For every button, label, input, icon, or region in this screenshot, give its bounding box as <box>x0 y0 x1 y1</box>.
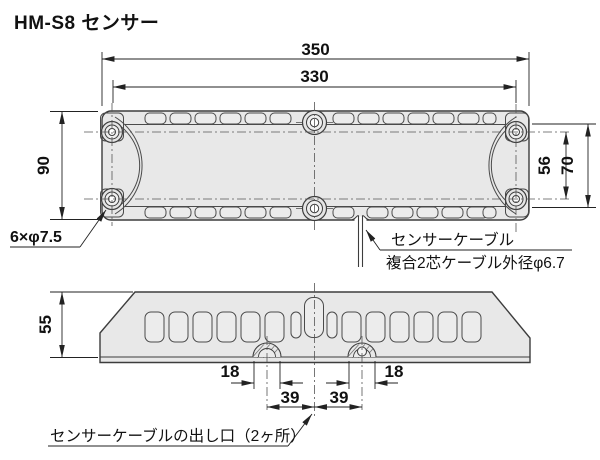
bottom-slot-row <box>144 206 497 219</box>
dim-70-label: 70 <box>558 156 577 175</box>
side-slot-row <box>144 297 482 343</box>
top-slot-row <box>144 112 497 125</box>
cable-note-label: センサーケーブル <box>391 230 514 249</box>
centerlines <box>84 102 572 233</box>
holes-note-label: 6×φ7.5 <box>10 229 62 246</box>
dim-39-left-label: 39 <box>281 388 300 407</box>
end-arcs <box>114 116 517 215</box>
cable-outlet-dome-right <box>347 342 377 358</box>
page-title: HM-S8 センサー <box>14 13 159 34</box>
dim-330-label: 330 <box>300 67 328 86</box>
dim-18-left-label: 18 <box>221 362 240 381</box>
cable-spec-label: 複合2芯ケーブル外径φ6.7 <box>386 253 565 272</box>
top-view <box>84 102 572 267</box>
dim-350-label: 350 <box>301 40 329 59</box>
dim-90-label: 90 <box>34 156 53 175</box>
outlet-note-label: センサーケーブルの出し口（2ヶ所） <box>50 426 306 445</box>
dim-18-right-label: 18 <box>385 362 404 381</box>
side-centerlines <box>266 283 363 416</box>
side-view-dimensions <box>48 291 398 447</box>
top-view-dimensions <box>10 52 596 251</box>
sensor-cable <box>351 214 370 267</box>
side-view <box>99 283 531 416</box>
center-channel <box>304 297 324 338</box>
dim-39-right-label: 39 <box>330 388 349 407</box>
dim-55-label: 55 <box>36 315 55 334</box>
dim-56-label: 56 <box>535 156 554 175</box>
